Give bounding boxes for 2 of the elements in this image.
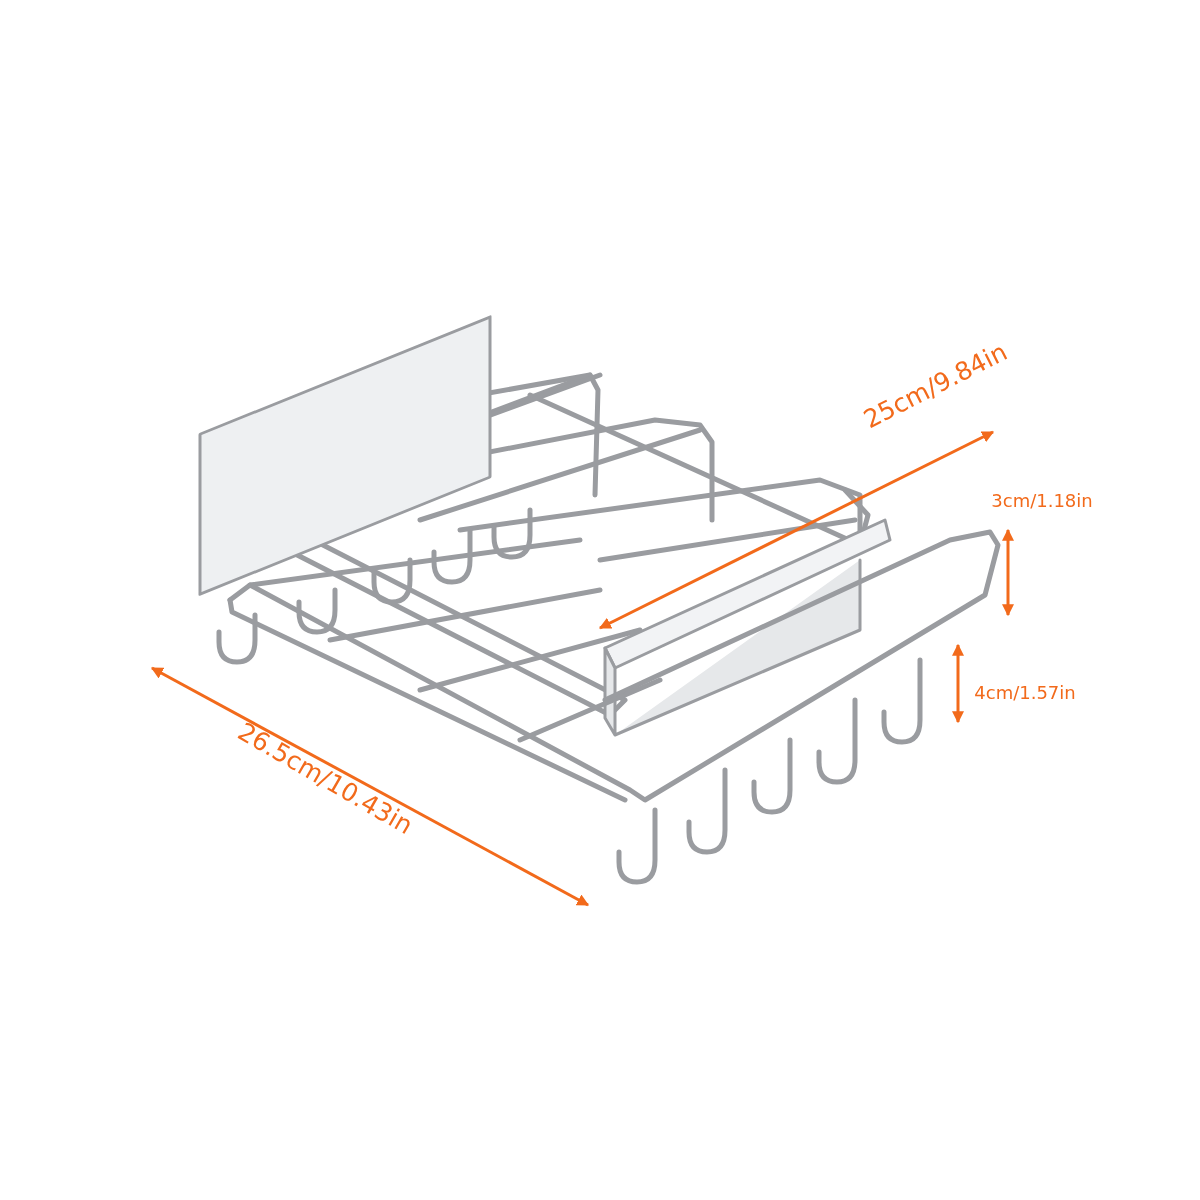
dimension-label: 3cm/1.18in xyxy=(991,489,1093,511)
dimension-label: 4cm/1.57in xyxy=(974,681,1076,703)
